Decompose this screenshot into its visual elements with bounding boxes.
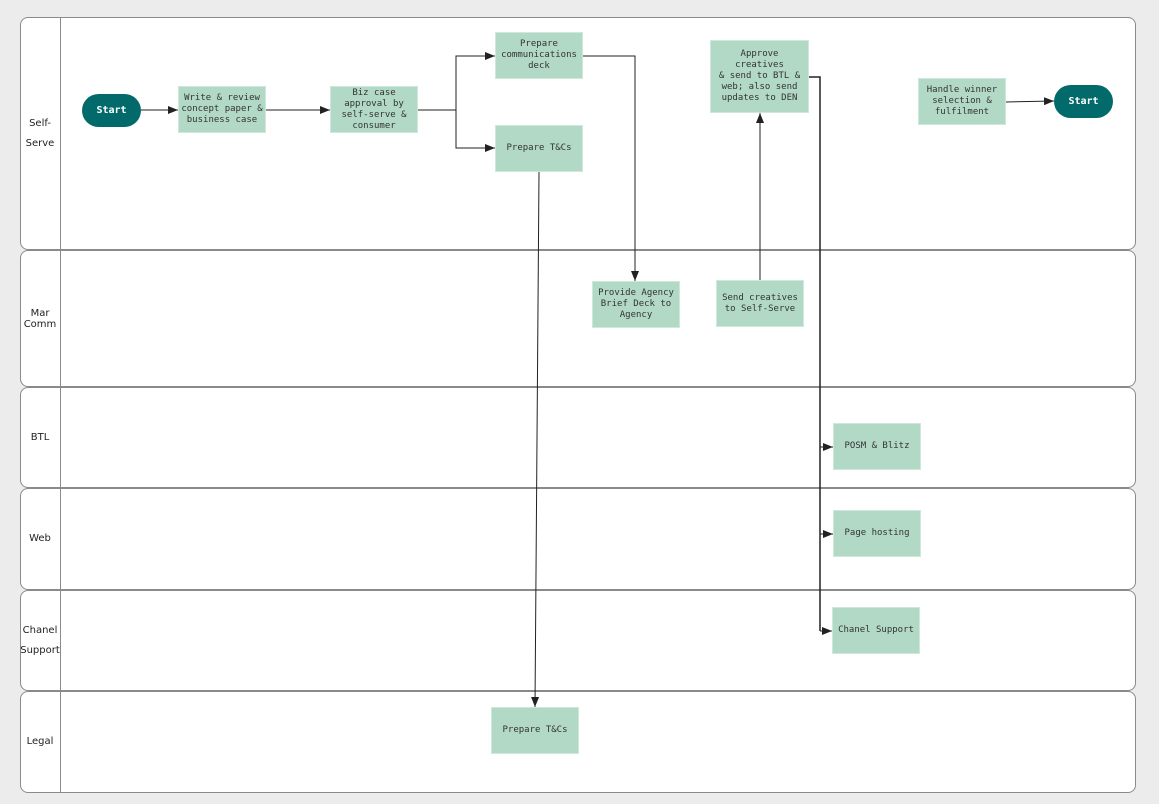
node-legal-tcs[interactable]: Prepare T&Cs bbox=[491, 707, 579, 754]
end-terminal[interactable]: Start bbox=[1054, 85, 1113, 118]
arrow-comms-agency bbox=[583, 55, 639, 281]
lane-label-text: Chanel Support bbox=[20, 624, 60, 656]
lane-label-text: Mar Comm bbox=[23, 307, 57, 330]
node-agency-brief[interactable]: Provide Agency Brief Deck to Agency bbox=[592, 281, 680, 328]
lane-label-web: Web bbox=[29, 533, 51, 544]
lane-chanel-support bbox=[20, 590, 1136, 691]
node-posm-blitz[interactable]: POSM & Blitz bbox=[833, 423, 921, 470]
node-handle-winner[interactable]: Handle winner selection & fulfilment bbox=[918, 78, 1006, 125]
node-biz-case-approval[interactable]: Biz case approval by self-serve & consum… bbox=[330, 86, 418, 133]
start-terminal[interactable]: Start bbox=[82, 94, 141, 127]
arrow-approve-branch bbox=[809, 76, 821, 631]
arrow-biz-tc bbox=[455, 110, 495, 152]
lane-label-legal: Legal bbox=[26, 736, 54, 747]
lane-header-divider bbox=[60, 17, 61, 792]
lane-web bbox=[20, 488, 1136, 590]
lane-label-self-serve: Self-Serve bbox=[25, 117, 55, 149]
lane-marcomm bbox=[20, 250, 1136, 387]
node-prepare-tcs[interactable]: Prepare T&Cs bbox=[495, 125, 583, 172]
node-page-hosting[interactable]: Page hosting bbox=[833, 510, 921, 557]
node-send-creatives[interactable]: Send creatives to Self-Serve bbox=[716, 280, 804, 327]
arrow-biz-comms bbox=[455, 52, 495, 110]
lane-label-chanel-support: Chanel Support bbox=[20, 590, 60, 691]
lane-btl bbox=[20, 387, 1136, 488]
node-chanel-support[interactable]: Chanel Support bbox=[832, 607, 920, 654]
node-approve-creatives[interactable]: Approve creatives & send to BTL & web; a… bbox=[710, 40, 809, 113]
arrow-handle-end bbox=[1005, 97, 1055, 106]
lane-label-marcomm: Mar Comm bbox=[20, 250, 60, 387]
node-write-review[interactable]: Write & review concept paper & business … bbox=[178, 86, 266, 133]
lane-label-btl: BTL bbox=[30, 431, 50, 443]
arrow-tc-legal bbox=[531, 171, 540, 708]
node-prepare-comms-deck[interactable]: Prepare communications deck bbox=[495, 32, 583, 79]
